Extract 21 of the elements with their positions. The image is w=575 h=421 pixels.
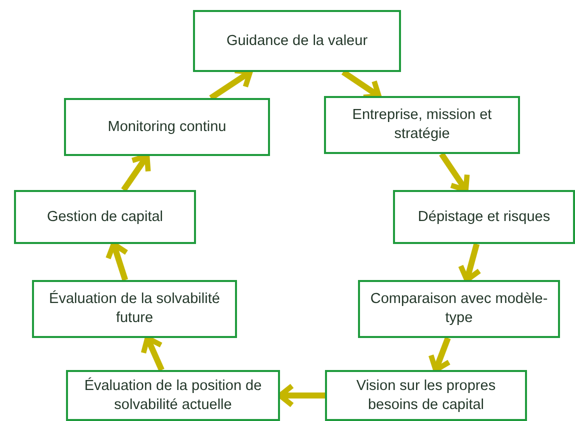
process-box: [64, 98, 270, 156]
process-box: [393, 190, 575, 244]
process-box: [358, 280, 560, 338]
process-box: [324, 96, 520, 154]
box-label: Entreprise, mission et stratégie: [351, 106, 493, 144]
arrow: [428, 336, 452, 373]
process-box: [325, 370, 527, 421]
box-label: Évaluation de la position de solvabilité actuelle: [83, 376, 263, 414]
process-box: [32, 280, 237, 338]
process-box: [66, 370, 280, 421]
box-label: Évaluation de la solvabilité future: [48, 290, 221, 328]
box-label: Vision sur les propres besoins de capital: [355, 376, 497, 414]
box-label: Dépistage et risques: [418, 208, 550, 226]
arrow: [439, 152, 470, 193]
box-label: Monitoring continu: [108, 118, 226, 136]
arrow: [458, 243, 482, 283]
box-label: Comparaison avec modèle-type: [369, 290, 549, 328]
process-box: [193, 10, 401, 72]
box-label: Gestion de capital: [46, 208, 164, 226]
process-box: [14, 190, 196, 244]
box-label: Guidance de la valeur: [226, 32, 368, 50]
